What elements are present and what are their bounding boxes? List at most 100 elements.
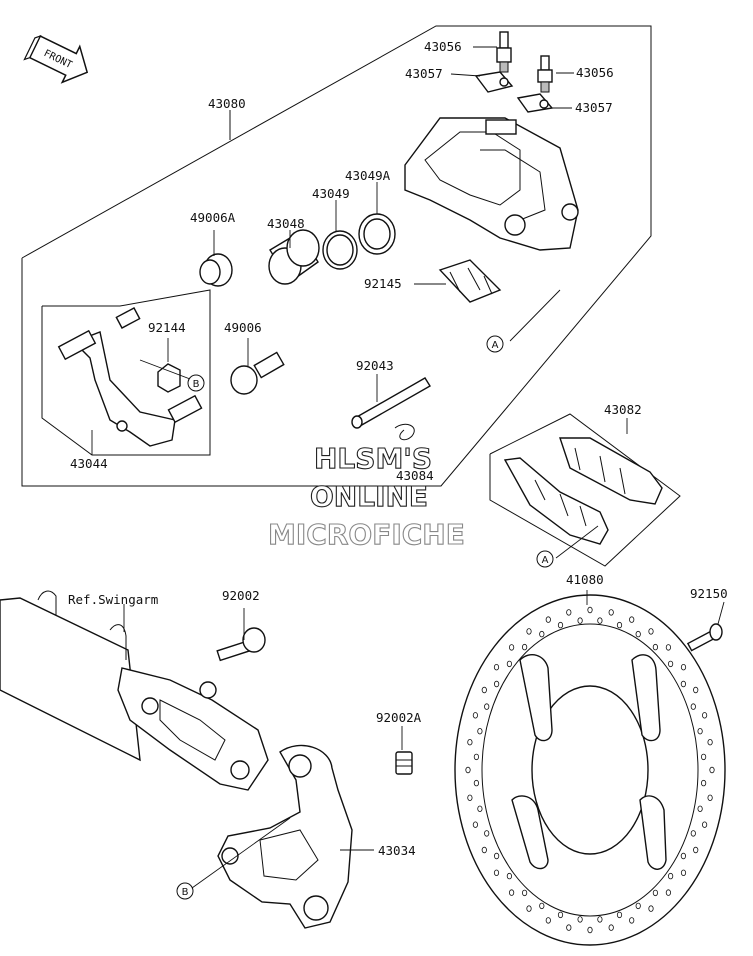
disc-hole: [557, 911, 564, 919]
disc-hole: [587, 606, 593, 614]
label-49006: 49006: [224, 320, 262, 335]
watermark: HLSM'S ONLINE MICROFICHE: [267, 441, 465, 551]
label-43048: 43048: [267, 216, 305, 231]
swingarm-reference: [0, 590, 141, 762]
pin-clip: [394, 423, 415, 441]
torque-link: [117, 667, 269, 791]
disc-hole: [707, 794, 713, 801]
disc-hole: [608, 924, 614, 931]
disc-hole: [539, 630, 545, 638]
disc-hole: [693, 686, 699, 694]
bolt-92002: [216, 627, 266, 662]
leader-lines: [91, 46, 725, 889]
bleeder-cap-1: [474, 71, 514, 93]
disc-hole: [707, 739, 713, 746]
disc-hole: [539, 902, 545, 910]
svg-text:A: A: [542, 555, 549, 566]
disc-hole: [648, 628, 654, 635]
disc-hole: [493, 852, 500, 860]
label-92002: 92002: [222, 588, 260, 603]
disc-hole: [648, 905, 654, 912]
disc-hole: [680, 680, 687, 688]
part-labels: 43056 43056 43057 43057 43080 43049A 430…: [68, 39, 728, 858]
brake-pad-outer: [503, 457, 609, 545]
label-49006A: 49006A: [190, 210, 236, 225]
caliper-mount-bracket: [217, 744, 353, 929]
disc-hole: [484, 830, 490, 837]
bleeder-valve-1: [496, 31, 512, 73]
disc-hole: [577, 617, 583, 624]
disc-hole: [690, 830, 696, 837]
pad-spring: [438, 259, 502, 303]
disc-hole: [508, 889, 515, 896]
disc-hole: [477, 728, 483, 735]
disc-hole: [566, 924, 572, 931]
disc-hole: [697, 728, 703, 735]
disc-hole: [697, 805, 703, 812]
disc-hole: [667, 872, 674, 880]
disc-hole: [652, 643, 659, 651]
pad-shim: [157, 363, 181, 393]
disc-hole: [690, 703, 696, 710]
watermark-line3: MICROFICHE: [268, 518, 465, 551]
watermark-line1: HLSM'S: [314, 442, 432, 475]
disc-hole: [665, 889, 672, 896]
disc-hole: [635, 902, 641, 910]
label-92150: 92150: [690, 586, 728, 601]
boot-49006: [230, 351, 285, 395]
caliper-body: [404, 117, 579, 251]
disc-hole: [493, 869, 500, 876]
disc-hole: [693, 846, 699, 854]
disc-hole: [577, 916, 583, 923]
bleeder-cap-2: [516, 93, 554, 113]
disc-hole: [680, 869, 687, 876]
disc-hole: [545, 616, 551, 623]
disc-hole: [477, 805, 483, 812]
disc-hole: [484, 703, 490, 710]
disc-hole: [701, 821, 708, 828]
label-ref-swingarm: Ref.Swingarm: [68, 592, 158, 607]
disc-hole: [700, 779, 707, 787]
caliper-bracket: [57, 307, 203, 447]
disc-hole: [473, 753, 479, 761]
label-43082: 43082: [604, 402, 642, 417]
boot-49006A: [199, 253, 233, 287]
disc-hole: [481, 846, 487, 854]
brake-pad-inner: [559, 437, 663, 505]
disc-hole: [587, 926, 593, 934]
svg-text:B: B: [193, 379, 200, 390]
callout-A-lower: A: [536, 550, 554, 568]
watermark-line2: ONLINE: [310, 480, 428, 513]
svg-text:B: B: [182, 887, 189, 898]
callout-B-lower: B: [176, 882, 194, 900]
callout-B-upper: B: [187, 374, 205, 392]
disc-hole: [709, 766, 715, 774]
label-43044: 43044: [70, 456, 108, 471]
disc-hole: [680, 664, 687, 671]
disc-hole: [472, 712, 478, 719]
pad-pin: [351, 377, 431, 429]
disc-hole: [616, 911, 623, 919]
disc-hole: [508, 644, 515, 651]
disc-hole: [667, 660, 674, 668]
disc-hole: [629, 616, 635, 623]
bolt-92002A: [395, 751, 413, 775]
label-43056-b: 43056: [576, 65, 614, 80]
disc-hole: [481, 686, 487, 694]
disc-bolt: [686, 623, 723, 652]
disc-hole: [566, 609, 572, 616]
label-92043: 92043: [356, 358, 394, 373]
disc-hole: [506, 872, 512, 880]
disc-hole: [608, 609, 614, 616]
label-43049: 43049: [312, 186, 350, 201]
label-43049A: 43049A: [345, 168, 391, 183]
caliper-assembly-frame: [21, 25, 652, 487]
front-direction-arrow-icon: FRONT: [23, 35, 89, 84]
label-92002A: 92002A: [376, 710, 422, 725]
disc-hole: [506, 660, 512, 668]
disc-hole: [635, 630, 641, 638]
disc-hole: [473, 779, 479, 787]
label-92144: 92144: [148, 320, 186, 335]
label-43056-a: 43056: [424, 39, 462, 54]
